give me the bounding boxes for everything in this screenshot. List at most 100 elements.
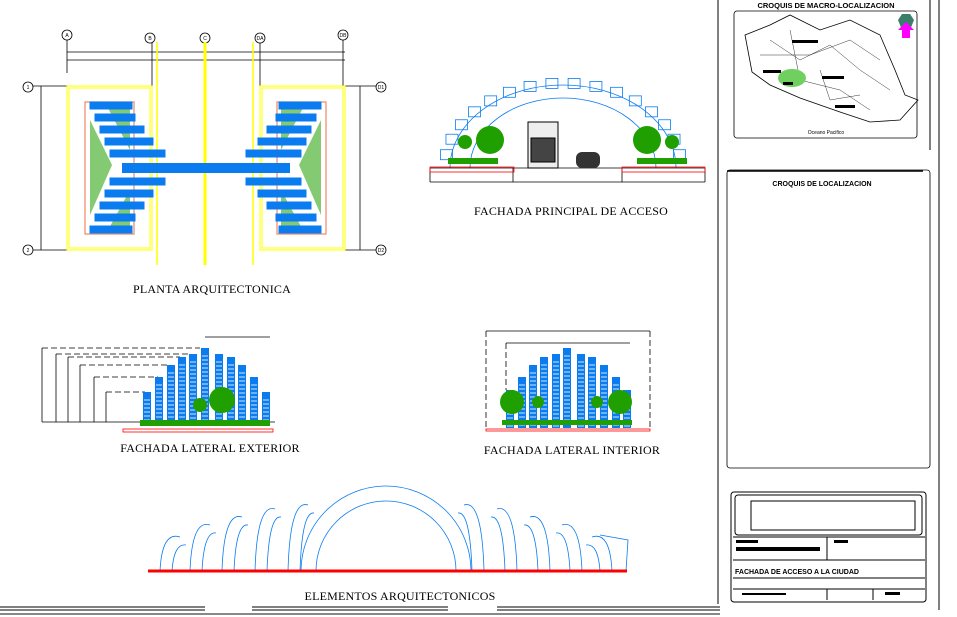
exterior-column	[189, 354, 197, 422]
interior-column	[600, 365, 608, 428]
grid-label-1: 1	[27, 85, 30, 91]
grid-label-da: DA	[257, 36, 265, 42]
state-map	[744, 14, 919, 123]
arch-piece-left	[233, 524, 249, 572]
plan-bar-left	[89, 225, 133, 234]
plan-bar-left	[94, 213, 136, 222]
arch-segment	[658, 119, 671, 131]
interior-column	[577, 354, 585, 428]
grid-label-db: DB	[340, 33, 348, 39]
plan-bar-right	[257, 189, 307, 198]
exterior-column	[201, 348, 209, 422]
arch-segment	[589, 81, 603, 92]
plan-bar-left	[94, 113, 136, 122]
sheet-frame	[0, 0, 940, 615]
car-icon	[576, 152, 600, 168]
lateral-exterior-elevation: FACHADA LATERAL EXTERIOR	[41, 336, 300, 455]
macro-location-title: CROQUIS DE MACRO-LOCALIZACION	[757, 1, 894, 10]
grid-label-d2: D2	[378, 248, 385, 254]
plan-bar-right	[245, 149, 302, 158]
plan-bar-right	[278, 101, 322, 110]
arch-piece-right	[490, 516, 506, 572]
arch-piece-right	[591, 535, 613, 572]
arch-segment	[455, 119, 468, 131]
front-elevation-title: FACHADA PRINCIPAL DE ACCESO	[474, 204, 668, 218]
arch-segment	[610, 86, 623, 98]
plan-blue-elements	[89, 101, 322, 234]
trees-front	[448, 126, 687, 164]
grid-label-a: A	[65, 33, 69, 39]
arch-segment	[503, 86, 516, 98]
plan-bar-right	[275, 113, 317, 122]
main-arch-inner	[315, 500, 457, 572]
exterior-column	[262, 392, 270, 422]
plan-bar-left	[89, 101, 133, 110]
truck-icon	[527, 121, 559, 169]
interior-column	[552, 354, 560, 428]
arch-piece-right	[585, 544, 601, 572]
project-name: FACHADA DE ACCESO A LA CIUDAD	[735, 569, 859, 576]
exterior-column	[227, 357, 235, 422]
grid-label-2: 2	[27, 248, 30, 254]
arch-piece-left	[201, 532, 217, 572]
location-title: CROQUIS DE LOCALIZACION	[772, 181, 871, 188]
plan-bar-right	[266, 125, 312, 134]
plan-bar-left	[109, 177, 166, 186]
floor-plan: A B C DA DB 1 2 D1 D2 PLANTA A	[22, 29, 387, 296]
exterior-column	[167, 365, 175, 422]
title-block: FACHADA DE ACCESO A LA CIUDAD	[730, 491, 927, 603]
arch-piece-left	[221, 516, 243, 572]
arch-piece-right	[496, 508, 518, 572]
exterior-column	[238, 365, 246, 422]
front-elevation: FACHADA PRINCIPAL DE ACCESO	[429, 78, 706, 218]
lateral-interior-title: FACHADA LATERAL INTERIOR	[484, 443, 660, 457]
lateral-interior-elevation: FACHADA LATERAL INTERIOR	[484, 330, 660, 457]
arch-piece-right	[463, 504, 485, 572]
plan-bar-left	[104, 189, 154, 198]
architectural-elements: ELEMENTOS ARQUITECTONICOS	[148, 485, 629, 603]
arch-piece-left	[189, 523, 211, 572]
lateral-exterior-title: FACHADA LATERAL EXTERIOR	[120, 441, 299, 455]
outer-arch	[449, 84, 677, 169]
arch-segment	[628, 95, 642, 107]
exterior-column	[155, 377, 163, 422]
central-beam	[122, 163, 290, 173]
main-arch-outer	[300, 485, 472, 572]
exterior-column	[143, 392, 151, 422]
arch-piece-left	[266, 516, 282, 572]
arch-piece-left	[254, 508, 276, 572]
plan-title: PLANTA ARQUITECTONICA	[133, 282, 291, 296]
interior-column	[529, 365, 537, 428]
arch-segment	[523, 81, 537, 92]
arch-piece-left	[171, 544, 187, 572]
north-arrow-icon	[898, 14, 914, 38]
arch-piece-left	[299, 512, 315, 572]
grid-label-c: C	[203, 36, 207, 42]
plan-bar-right	[275, 213, 317, 222]
arch-piece-right	[561, 523, 583, 572]
grid-bubbles	[22, 29, 387, 256]
arch-segment	[440, 149, 453, 161]
plan-bar-right	[245, 177, 302, 186]
plan-bar-right	[266, 201, 312, 210]
plan-bar-right	[257, 137, 307, 146]
ocean-label: Oceano Pacifico	[808, 130, 845, 136]
elements-title: ELEMENTOS ARQUITECTONICOS	[305, 589, 496, 603]
arch-segment	[445, 133, 459, 145]
interior-column	[540, 357, 548, 428]
exterior-column	[250, 377, 258, 422]
arch-piece-left	[287, 504, 309, 572]
arch-piece-right	[599, 534, 629, 572]
arch-piece-right	[457, 512, 473, 572]
base-platform	[429, 167, 706, 183]
plan-bar-left	[99, 201, 145, 210]
arch-piece-left	[159, 535, 181, 572]
plan-bar-left	[99, 125, 145, 134]
arch-segment	[567, 78, 581, 89]
axis-lines-yellow	[156, 42, 254, 265]
interior-column	[588, 357, 596, 428]
plan-bar-left	[109, 149, 166, 158]
arch-piece-right	[523, 524, 539, 572]
arch-piece-right	[529, 516, 551, 572]
